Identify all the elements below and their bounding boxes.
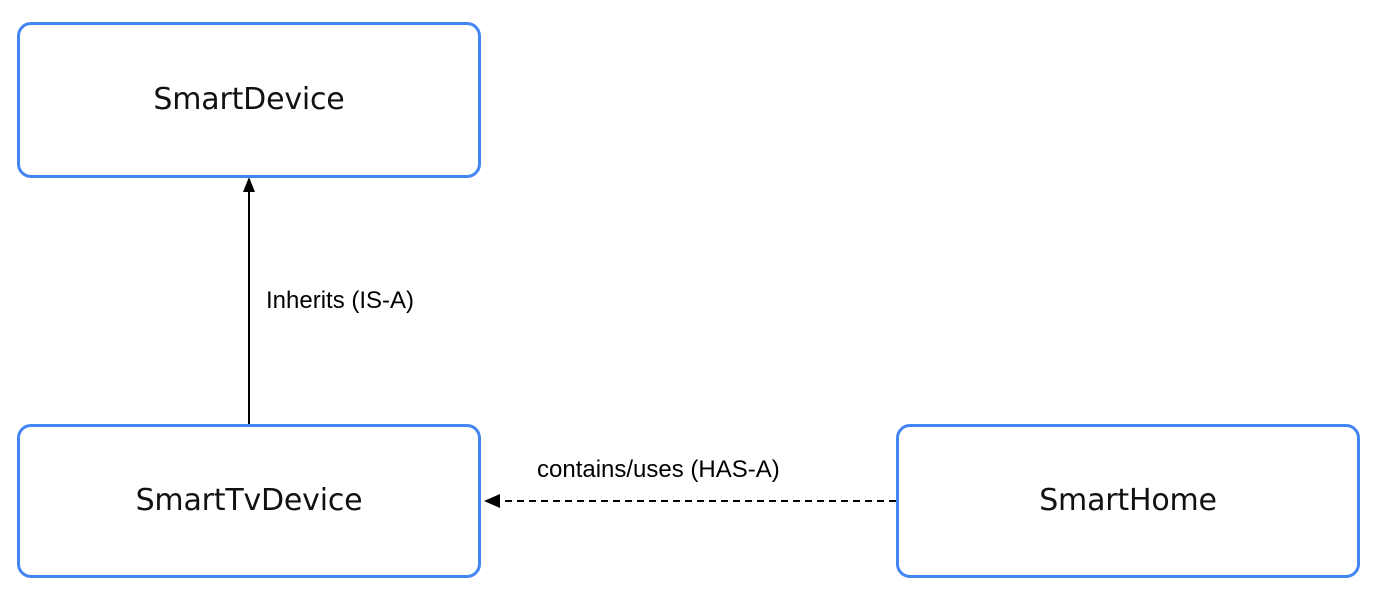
edge-inherits-arrowhead <box>243 177 255 192</box>
node-smarthome[interactable]: SmartHome <box>896 424 1360 578</box>
edge-inherits <box>243 177 255 427</box>
edge-contains <box>484 494 896 508</box>
edge-label-inherits: Inherits (IS-A) <box>266 287 415 314</box>
node-smarttvdevice[interactable]: SmartTvDevice <box>17 424 481 578</box>
edge-contains-arrowhead <box>484 494 500 508</box>
node-smartdevice-label: SmartDevice <box>153 82 345 117</box>
node-smarthome-label: SmartHome <box>1039 483 1217 518</box>
edge-label-contains: contains/uses (HAS-A) <box>537 456 780 483</box>
node-smartdevice[interactable]: SmartDevice <box>17 22 481 178</box>
node-smarttvdevice-label: SmartTvDevice <box>135 483 363 518</box>
